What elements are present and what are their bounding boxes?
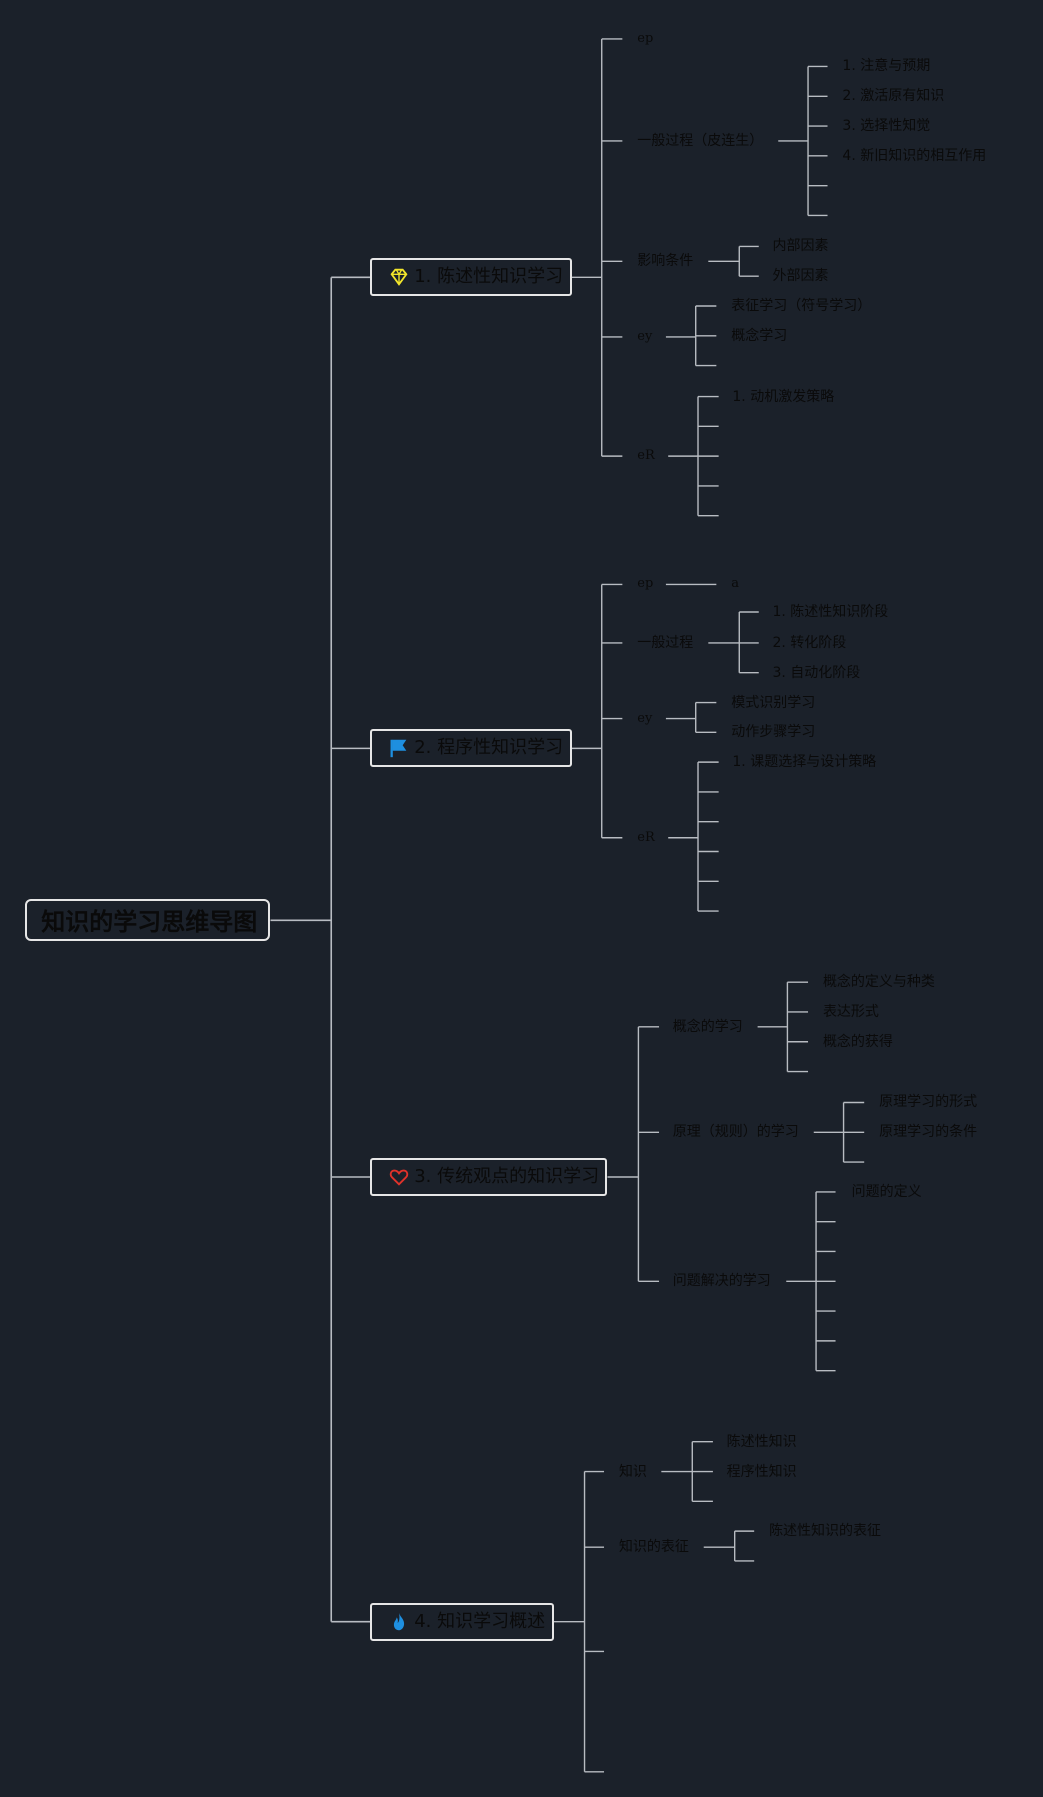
branch-label: 1. 陈述性知识学习	[414, 266, 564, 288]
topic-node[interactable]: 影响条件	[637, 253, 694, 270]
leaf-node[interactable]: a	[731, 576, 739, 592]
leaf-node[interactable]: 动作步骤学习	[731, 724, 816, 741]
branch-label: 3. 传统观点的知识学习	[414, 1165, 600, 1187]
fire-icon	[388, 1611, 410, 1633]
heart-icon	[388, 1166, 410, 1188]
branch-node-1[interactable]: 1. 陈述性知识学习	[370, 258, 572, 297]
topic-node[interactable]: ep	[637, 30, 654, 46]
topic-node[interactable]: ep	[637, 576, 654, 592]
leaf-node[interactable]: 1. 注意与预期	[842, 58, 931, 75]
leaf-node[interactable]: 2. 转化阶段	[772, 634, 847, 651]
topic-node[interactable]: 原理（规则）的学习	[672, 1124, 799, 1141]
leaf-node[interactable]: 1. 陈述性知识阶段	[772, 603, 889, 620]
branch-label: 4. 知识学习概述	[414, 1610, 546, 1632]
leaf-node[interactable]: 概念的获得	[822, 1033, 893, 1050]
topic-node[interactable]: 概念的学习	[672, 1018, 743, 1035]
topic-node[interactable]: 知识	[618, 1463, 647, 1480]
branch-node-2[interactable]: 2. 程序性知识学习	[370, 729, 572, 768]
topic-node[interactable]: 一般过程（皮连生）	[637, 132, 764, 149]
topic-node[interactable]: eR	[637, 829, 655, 845]
leaf-node[interactable]: 程序性知识	[726, 1463, 797, 1480]
topic-node[interactable]: eR	[637, 448, 655, 464]
branch-node-4[interactable]: 4. 知识学习概述	[370, 1602, 554, 1641]
leaf-node[interactable]: 3. 自动化阶段	[772, 664, 861, 681]
leaf-node[interactable]: 2. 激活原有知识	[842, 88, 945, 105]
topic-node[interactable]: 知识的表征	[618, 1539, 689, 1556]
root-node[interactable]: 知识的学习思维导图	[25, 899, 271, 942]
leaf-node[interactable]: 表达形式	[822, 1003, 879, 1020]
topic-node[interactable]: ey	[637, 328, 653, 344]
diamond-icon	[388, 266, 410, 288]
leaf-node[interactable]: 陈述性知识	[726, 1433, 797, 1450]
branch-label: 2. 程序性知识学习	[414, 737, 564, 759]
flag-icon	[388, 737, 410, 759]
leaf-node[interactable]: 概念的定义与种类	[822, 974, 935, 991]
topic-node[interactable]: ey	[637, 710, 653, 726]
leaf-node[interactable]: 1. 课题选择与设计策略	[732, 754, 877, 771]
leaf-node[interactable]: 原理学习的条件	[879, 1124, 978, 1141]
topic-node[interactable]: 一般过程	[637, 634, 694, 651]
branch-node-3[interactable]: 3. 传统观点的知识学习	[370, 1157, 608, 1196]
leaf-node[interactable]: 问题的定义	[851, 1183, 922, 1200]
leaf-node[interactable]: 原理学习的形式	[879, 1094, 978, 1111]
leaf-node[interactable]: 外部因素	[772, 268, 829, 285]
leaf-node[interactable]: 内部因素	[772, 238, 829, 255]
topic-node[interactable]: 问题解决的学习	[672, 1273, 771, 1290]
leaf-node[interactable]: 模式识别学习	[731, 694, 816, 711]
leaf-node[interactable]: 3. 选择性知觉	[842, 118, 931, 135]
leaf-node[interactable]: 1. 动机激发策略	[732, 388, 835, 405]
leaf-node[interactable]: 4. 新旧知识的相互作用	[842, 147, 987, 164]
leaf-node[interactable]: 表征学习（符号学习）	[731, 297, 872, 314]
leaf-node[interactable]: 概念学习	[731, 327, 788, 344]
leaf-node[interactable]: 陈述性知识的表征	[769, 1523, 882, 1540]
